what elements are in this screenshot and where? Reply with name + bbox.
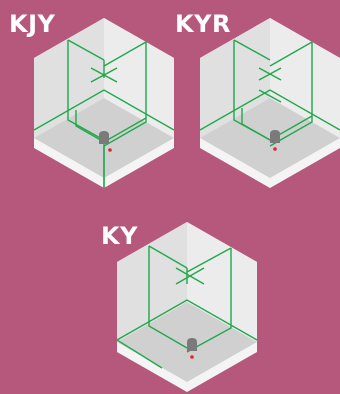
cube-kjy	[31, 18, 177, 190]
laser-level-device-icon	[187, 338, 197, 351]
laser-dot-icon	[108, 148, 112, 152]
laser-level-device-icon	[270, 130, 280, 143]
laser-dot-icon	[190, 355, 194, 359]
laser-level-device-icon	[99, 131, 109, 144]
laser-dot-icon	[273, 147, 277, 151]
cube-kyr	[197, 18, 340, 190]
cube-ky	[114, 222, 260, 394]
